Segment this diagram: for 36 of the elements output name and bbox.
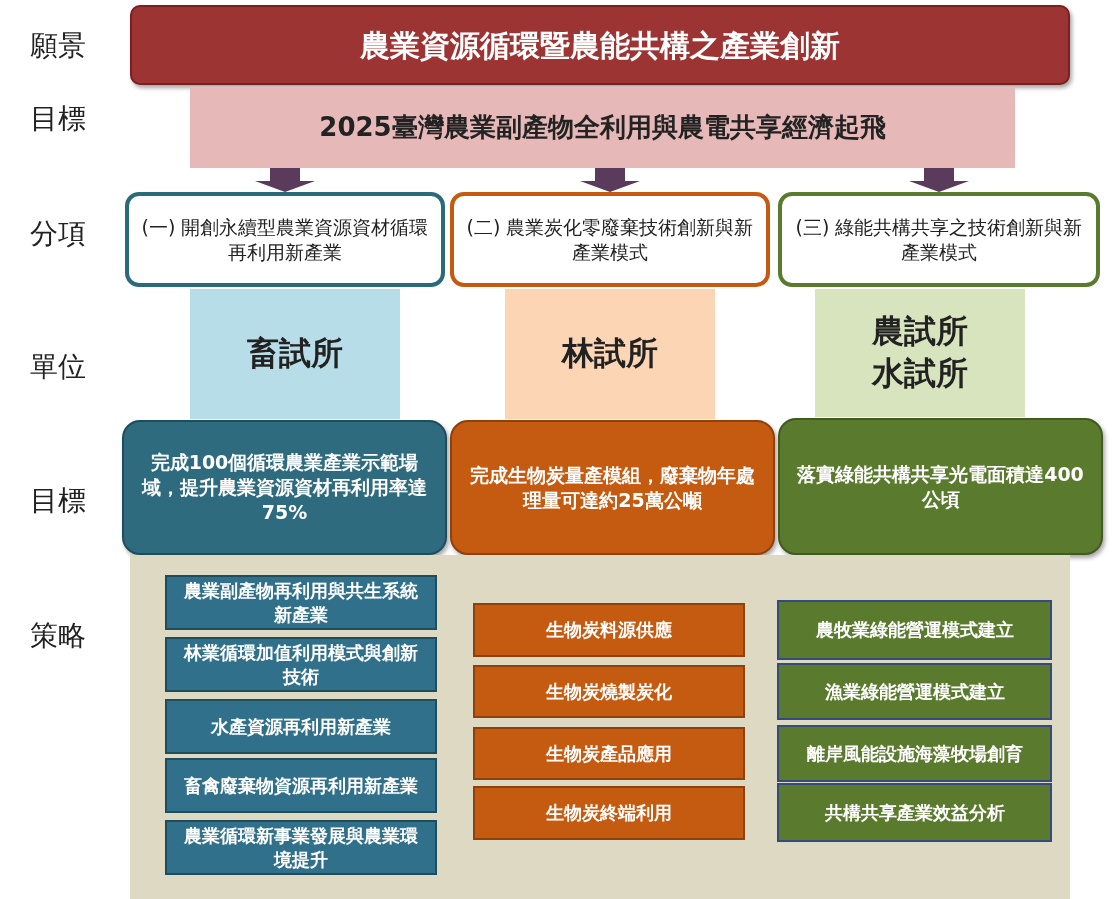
sub-item-box: (三) 綠能共構共享之技術創新與新產業模式	[778, 192, 1100, 287]
row-label: 目標	[30, 101, 86, 137]
unit-column	[815, 289, 1025, 417]
unit-column: 林試所	[505, 289, 715, 419]
unit-column: 畜試所	[190, 289, 400, 419]
strategy-box: 農牧業綠能營運模式建立	[777, 600, 1052, 660]
unit-name: 農試所	[872, 311, 968, 353]
row-label: 願景	[30, 28, 86, 64]
row-label: 目標	[30, 483, 86, 519]
strategy-box: 農業循環新事業發展與農業環境提升	[165, 820, 437, 875]
arrow	[580, 168, 640, 192]
unit-name: 水試所	[872, 353, 968, 394]
strategy-box: 農業副產物再利用與共生系統新產業	[165, 575, 437, 630]
vision-banner: 農業資源循環暨農能共構之產業創新	[130, 5, 1070, 85]
goal-banner: 2025臺灣農業副產物全利用與農電共享經濟起飛	[190, 88, 1015, 168]
strategy-box: 生物炭終端利用	[473, 786, 745, 840]
row-label: 單位	[30, 349, 86, 385]
target-box: 落實綠能共構共享光電面積達400公頃	[778, 418, 1103, 555]
sub-item-box: (二) 農業炭化零廢棄技術創新與新產業模式	[450, 192, 770, 287]
strategy-box: 生物炭燒製炭化	[473, 665, 745, 718]
strategy-box: 林業循環加值利用模式與創新技術	[165, 637, 437, 692]
strategy-box: 共構共享產業效益分析	[777, 783, 1052, 842]
strategy-box: 離岸風能設施海藻牧場創育	[777, 725, 1052, 782]
strategy-box: 水產資源再利用新產業	[165, 699, 437, 754]
strategy-panel	[130, 555, 1070, 899]
strategy-box: 生物炭料源供應	[473, 603, 745, 657]
target-box: 完成生物炭量產模組，廢棄物年處理量可達約25萬公噸	[450, 420, 775, 555]
strategy-box: 漁業綠能營運模式建立	[777, 663, 1052, 720]
strategy-box: 生物炭產品應用	[473, 727, 745, 780]
arrow	[255, 168, 315, 192]
target-box: 完成100個循環農業產業示範場域，提升農業資源資材再利用率達75%	[122, 420, 447, 555]
row-label: 策略	[30, 618, 86, 654]
row-label: 分項	[30, 216, 86, 252]
strategy-box: 畜禽廢棄物資源再利用新產業	[165, 758, 437, 813]
sub-item-box: (一) 開創永續型農業資源資材循環再利用新產業	[125, 192, 445, 287]
arrow	[909, 168, 969, 192]
